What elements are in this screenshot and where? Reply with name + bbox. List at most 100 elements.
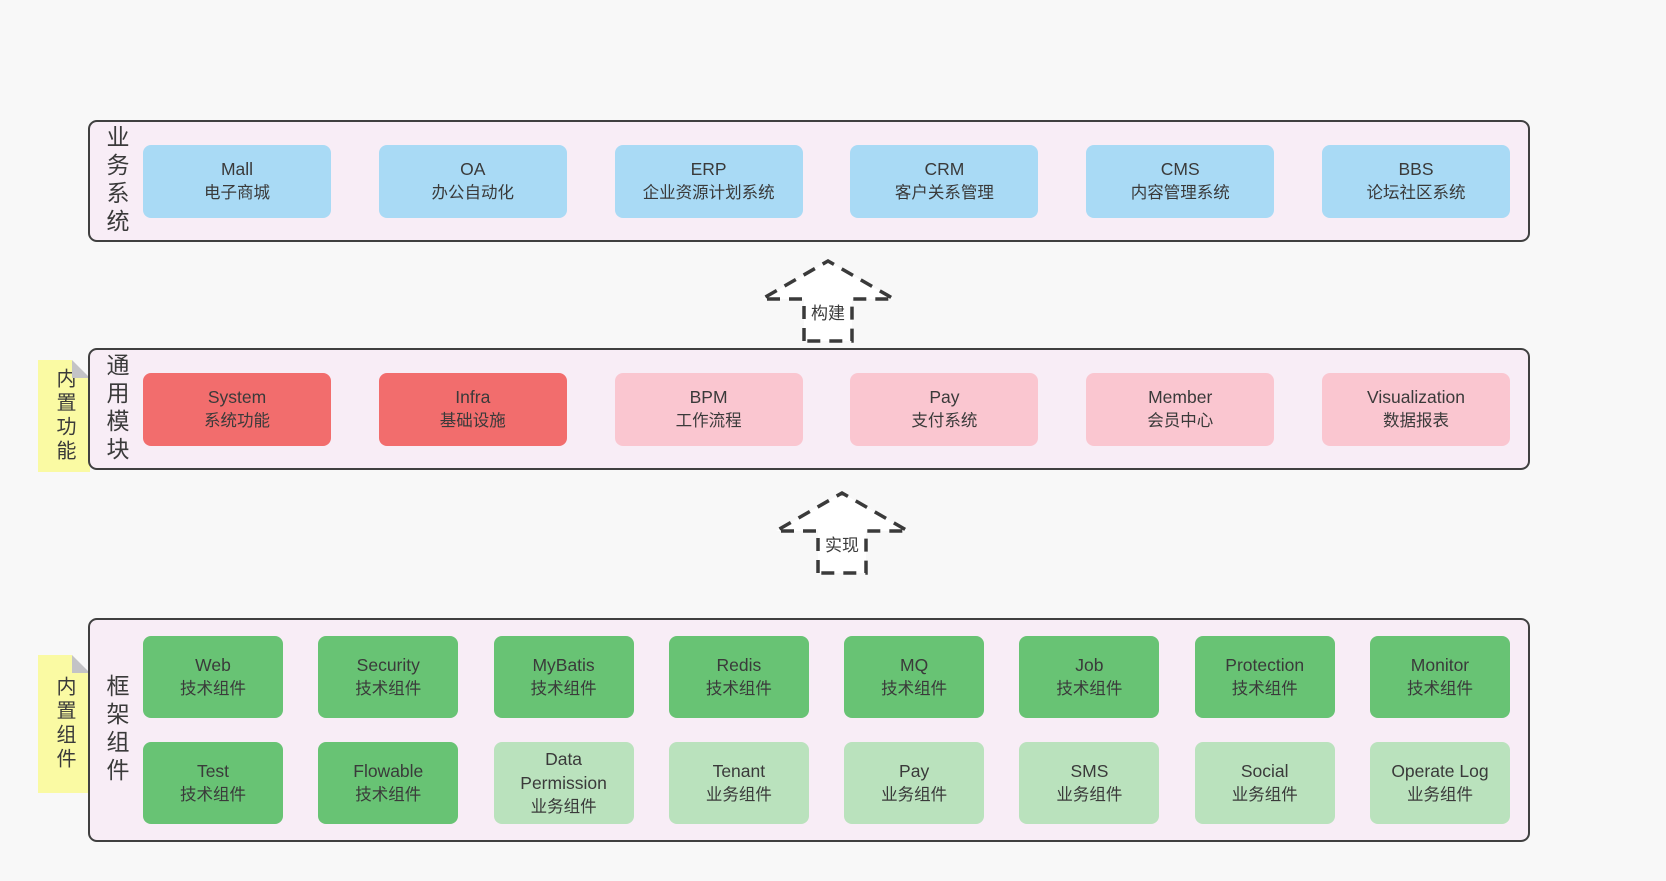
box-data-permission-en: Data Permission <box>520 749 607 793</box>
box-flowable-zh: 技术组件 <box>355 786 422 804</box>
box-crm: CRM 客户关系管理 <box>850 144 1039 218</box>
box-monitor-zh: 技术组件 <box>1406 680 1473 698</box>
box-pay-component: Pay 业务组件 <box>844 742 985 824</box>
box-tenant-en: Tenant <box>712 761 766 781</box>
box-tenant-zh: 业务组件 <box>705 786 772 804</box>
box-flowable-en: Flowable <box>353 761 424 781</box>
box-test: Test 技术组件 <box>143 742 283 824</box>
box-mall-zh: 电子商城 <box>204 184 270 202</box>
box-test-en: Test <box>196 761 230 781</box>
box-operate-log: Operate Log 业务组件 <box>1369 742 1510 824</box>
note-built-in-functions: 内置功能 <box>38 360 90 472</box>
box-oa-en: OA <box>460 159 486 179</box>
box-sms: SMS 业务组件 <box>1019 742 1160 824</box>
box-web-en: Web <box>195 655 231 675</box>
box-cms-en: CMS <box>1160 159 1200 179</box>
box-infra-zh: 基础设施 <box>439 412 506 430</box>
box-bpm-zh: 工作流程 <box>675 412 742 430</box>
box-crm-en: CRM <box>924 159 965 179</box>
box-pay-component-en: Pay <box>899 761 930 781</box>
box-bpm-en: BPM <box>689 387 728 407</box>
box-social-en: Social <box>1240 761 1289 781</box>
box-pay-component-zh: 业务组件 <box>881 786 948 804</box>
box-data-permission: Data Permission 业务组件 <box>493 742 634 824</box>
box-crm-zh: 客户关系管理 <box>894 184 994 202</box>
box-member-en: Member <box>1148 387 1213 407</box>
section-business-systems: 业务系统 Mall 电子商城 OA 办公自动化 ERP 企业资源计划系统 CRM 客户关… <box>88 120 1530 242</box>
section-label-business-systems: 业务系统 <box>103 125 129 237</box>
box-member: Member 会员中心 <box>1086 372 1275 446</box>
box-pay-module: Pay 支付系统 <box>850 372 1039 446</box>
box-bbs: BBS 论坛社区系统 <box>1321 144 1510 218</box>
box-oa-zh: 办公自动化 <box>431 184 515 202</box>
section-label-framework-components: 框架组件 <box>103 674 129 786</box>
note-built-in-components: 内置组件 <box>38 655 90 793</box>
arrow-build-label: 构建 <box>808 299 848 324</box>
box-system-en: System <box>207 387 267 407</box>
box-flowable: Flowable 技术组件 <box>318 742 459 824</box>
box-mybatis-en: MyBatis <box>532 655 595 675</box>
box-oa: OA 办公自动化 <box>378 144 567 218</box>
box-sms-zh: 业务组件 <box>1056 786 1123 804</box>
box-operate-log-zh: 业务组件 <box>1406 786 1473 804</box>
section-framework-components: 框架组件 Web 技术组件 Security 技术组件 MyBatis 技术组件 Re… <box>88 618 1530 842</box>
box-mybatis: MyBatis 技术组件 <box>493 636 634 718</box>
box-monitor-en: Monitor <box>1410 655 1470 675</box>
box-visualization-zh: 数据报表 <box>1382 412 1449 430</box>
box-bpm: BPM 工作流程 <box>614 372 803 446</box>
box-mq-en: MQ <box>900 655 929 675</box>
box-security-zh: 技术组件 <box>355 680 422 698</box>
box-erp: ERP 企业资源计划系统 <box>614 144 803 218</box>
box-mybatis-zh: 技术组件 <box>530 680 597 698</box>
box-visualization-en: Visualization <box>1367 387 1465 407</box>
box-sms-en: SMS <box>1070 761 1109 781</box>
box-erp-en: ERP <box>690 159 727 179</box>
arrow-build: 构建 <box>758 255 898 343</box>
box-protection: Protection 技术组件 <box>1194 636 1335 718</box>
box-pay-module-zh: 支付系统 <box>911 412 978 430</box>
box-security: Security 技术组件 <box>318 636 459 718</box>
box-job-en: Job <box>1075 655 1104 675</box>
box-infra-en: Infra <box>455 387 491 407</box>
box-member-zh: 会员中心 <box>1147 412 1214 430</box>
box-web: Web 技术组件 <box>143 636 283 718</box>
box-bbs-en: BBS <box>1398 159 1434 179</box>
arrow-implement-label: 实现 <box>822 531 862 556</box>
box-mall-en: Mall <box>220 159 254 179</box>
box-mq-zh: 技术组件 <box>881 680 948 698</box>
note-built-in-components-label: 内置组件 <box>53 676 75 772</box>
box-web-zh: 技术组件 <box>180 680 246 698</box>
arrow-implement: 实现 <box>772 487 912 575</box>
box-pay-module-en: Pay <box>929 387 960 407</box>
box-bbs-zh: 论坛社区系统 <box>1366 184 1466 202</box>
box-cms: CMS 内容管理系统 <box>1086 144 1275 218</box>
box-redis-zh: 技术组件 <box>705 680 772 698</box>
box-visualization: Visualization 数据报表 <box>1321 372 1510 446</box>
box-cms-zh: 内容管理系统 <box>1130 184 1230 202</box>
box-operate-log-en: Operate Log <box>1391 761 1489 781</box>
box-social-zh: 业务组件 <box>1231 786 1298 804</box>
box-protection-en: Protection <box>1225 655 1305 675</box>
box-redis: Redis 技术组件 <box>668 636 809 718</box>
box-redis-en: Redis <box>716 655 762 675</box>
box-data-permission-zh: 业务组件 <box>530 798 597 816</box>
business-boxes-row: Mall 电子商城 OA 办公自动化 ERP 企业资源计划系统 CRM 客户关系管理 C… <box>143 144 1510 218</box>
box-tenant: Tenant 业务组件 <box>668 742 809 824</box>
box-mall: Mall 电子商城 <box>143 144 331 218</box>
components-row-1: Web 技术组件 Security 技术组件 MyBatis 技术组件 Redis 技术… <box>143 636 1510 718</box>
section-label-common-modules: 通用模块 <box>103 353 129 465</box>
box-protection-zh: 技术组件 <box>1231 680 1298 698</box>
box-erp-zh: 企业资源计划系统 <box>642 184 775 202</box>
box-security-en: Security <box>356 655 420 675</box>
box-mq: MQ 技术组件 <box>844 636 985 718</box>
box-job: Job 技术组件 <box>1019 636 1160 718</box>
box-test-zh: 技术组件 <box>180 786 246 804</box>
box-monitor: Monitor 技术组件 <box>1369 636 1510 718</box>
box-job-zh: 技术组件 <box>1056 680 1123 698</box>
box-social: Social 业务组件 <box>1194 742 1335 824</box>
note-built-in-functions-label: 内置功能 <box>53 368 75 464</box>
